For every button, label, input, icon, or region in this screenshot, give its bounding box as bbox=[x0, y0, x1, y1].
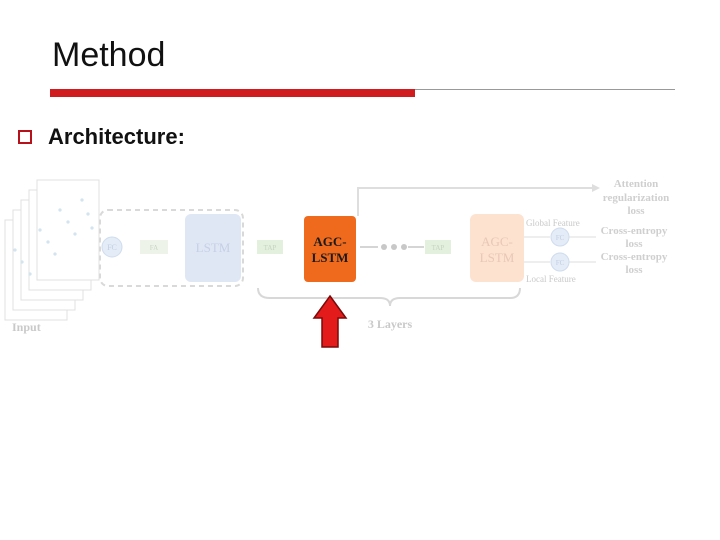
attention-arrowhead-icon bbox=[592, 184, 600, 192]
bullet-label: Architecture: bbox=[48, 124, 185, 149]
ce-loss-global-line1: Cross-entropy bbox=[601, 225, 668, 237]
agc-lstm-faded-node bbox=[470, 214, 524, 282]
tap-node-1 bbox=[257, 240, 283, 254]
fc-label: FC bbox=[107, 243, 117, 252]
fc-local-label: FC bbox=[556, 259, 565, 267]
local-feature-label: Local Feature bbox=[526, 274, 576, 284]
fa-node bbox=[140, 240, 168, 254]
title-underline-red bbox=[50, 89, 415, 97]
global-feature-label: Global Feature bbox=[526, 218, 580, 228]
lstm-node bbox=[185, 214, 241, 282]
ce-loss-global-line2: loss bbox=[625, 238, 643, 250]
ce-loss-local-line2: loss bbox=[625, 264, 643, 276]
agc-lstm-highlighted-node bbox=[304, 216, 356, 282]
fc-global-label: FC bbox=[556, 234, 565, 242]
attention-path-line bbox=[357, 187, 592, 216]
architecture-diagram: Input FC FA LSTM TAP AGC- LSTM TAP AGC- … bbox=[4, 178, 669, 348]
agc-lstm-faded-line1: AGC- bbox=[481, 234, 513, 249]
tap-label-1: TAP bbox=[264, 244, 277, 252]
title-underline-gray bbox=[415, 89, 675, 90]
tap-label-2: TAP bbox=[432, 244, 445, 252]
embedding-group-box bbox=[99, 209, 244, 287]
lstm-label: LSTM bbox=[196, 240, 231, 255]
fc-node bbox=[101, 236, 123, 258]
layers-brace bbox=[257, 287, 521, 307]
tap-node-2 bbox=[425, 240, 451, 254]
layers-label: 3 Layers bbox=[368, 317, 413, 331]
page-title: Method bbox=[52, 36, 166, 74]
square-bullet-icon bbox=[18, 130, 32, 144]
attention-loss-line1: Attention bbox=[614, 178, 659, 190]
ellipsis-dots-icon bbox=[381, 244, 407, 250]
agc-lstm-line1: AGC- bbox=[313, 234, 346, 249]
fa-label: FA bbox=[150, 244, 158, 252]
input-label: Input bbox=[12, 320, 41, 334]
agc-lstm-faded-line2: LSTM bbox=[480, 250, 515, 265]
skeleton-joints-icon bbox=[13, 198, 94, 276]
input-skeleton-stack bbox=[4, 179, 100, 321]
architecture-bullet: Architecture: bbox=[18, 124, 185, 150]
ce-loss-local-line1: Cross-entropy bbox=[601, 251, 668, 263]
attention-loss-line3: loss bbox=[627, 205, 645, 217]
red-up-arrow-icon bbox=[312, 294, 348, 348]
agc-lstm-line2: LSTM bbox=[312, 250, 349, 265]
attention-loss-line2: regularization bbox=[603, 192, 669, 204]
